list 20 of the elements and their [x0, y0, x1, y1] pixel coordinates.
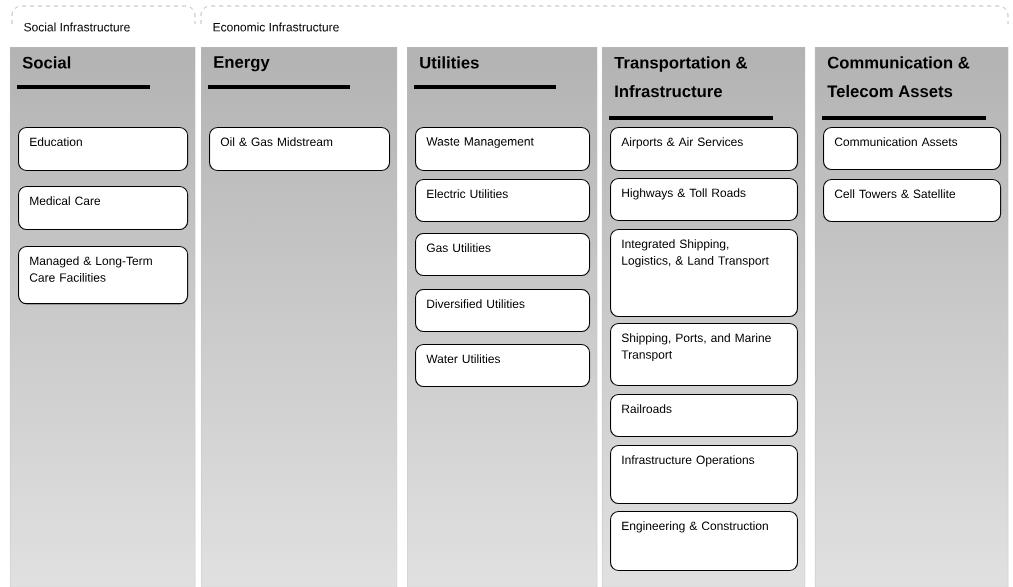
- category-box: Diversified Utilities: [415, 289, 591, 333]
- category-box: Cell Towers & Satellite: [823, 179, 1002, 223]
- category-box: Engineering & Construction: [610, 511, 798, 571]
- category-box: Infrastructure Operations: [610, 445, 798, 505]
- category-box: Education: [18, 127, 189, 171]
- category-box: Integrated Shipping, Logistics, & Land Transport: [610, 229, 798, 317]
- category-box: Waste Management: [415, 127, 591, 171]
- category-box: Highways & Toll Roads: [610, 178, 798, 222]
- category-box: Managed & Long-Term Care Facilities: [18, 246, 189, 305]
- category-box: Airports & Air Services: [610, 127, 798, 171]
- category-box: Water Utilities: [415, 344, 591, 388]
- group-label: Economic Infrastructure: [213, 22, 339, 32]
- category-box: Medical Care: [18, 186, 189, 230]
- category-box: Electric Utilities: [415, 179, 591, 223]
- category-box: Railroads: [610, 394, 798, 438]
- category-box: Communication Assets: [823, 127, 1002, 171]
- group-label: Social Infrastructure: [24, 22, 130, 32]
- category-box: Shipping, Ports, and Marine Transport: [610, 323, 798, 387]
- category-box: Oil & Gas Midstream: [209, 127, 391, 171]
- category-box: Gas Utilities: [415, 233, 591, 277]
